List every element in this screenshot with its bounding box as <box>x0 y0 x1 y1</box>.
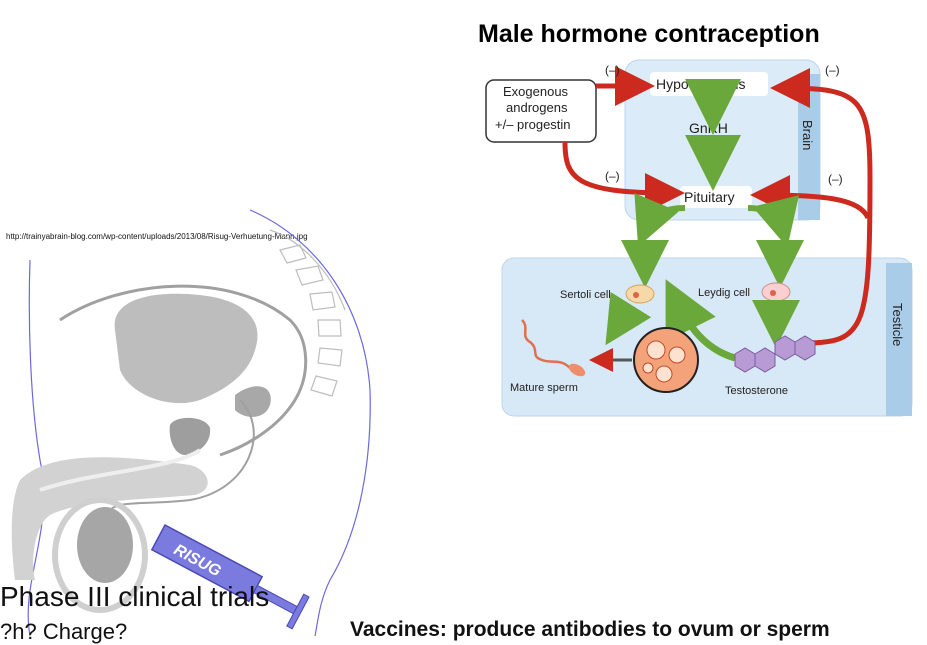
prostate <box>169 417 211 455</box>
leydig-label: Leydig cell <box>698 287 750 299</box>
green-arrow-pituitary-lh <box>747 195 799 248</box>
slide-title: Male hormone contraception <box>478 20 820 48</box>
testicle-label: Testicle <box>890 303 905 346</box>
vas-deferens <box>109 399 255 511</box>
vaccines-text: Vaccines: produce antibodies to ovum or … <box>350 618 830 641</box>
brain-side-band <box>798 74 820 220</box>
image-source-url: http://trainyabrain-blog.com/wp-content/… <box>6 232 308 241</box>
bladder <box>114 293 258 404</box>
pituitary-label: Pituitary <box>684 189 735 205</box>
testis <box>77 507 133 583</box>
mature-sperm-label: Mature sperm <box>510 382 578 394</box>
hormone-pathway-diagram: Brain Testicle Exogenous androgens +/– p… <box>485 59 913 417</box>
brain-label: Brain <box>800 120 815 150</box>
red-arrow-exogenous-pituitary <box>562 141 685 213</box>
exogenous-line2: androgens <box>506 100 568 115</box>
leydig-cell <box>761 282 791 302</box>
sertoli-cell <box>625 284 655 304</box>
phase-text: Phase III clinical trials <box>0 581 270 612</box>
seminiferous-tubule <box>633 327 699 393</box>
gnrh-label: GnRH <box>689 120 728 136</box>
fsh-label: FSH <box>628 237 656 253</box>
negative-label-4: (–) <box>828 172 843 186</box>
urethra <box>39 448 202 492</box>
green-arrow-pituitary-fsh <box>634 193 686 247</box>
negative-label-2: (–) <box>825 63 840 77</box>
charge-text: ?h? Charge? <box>0 619 128 644</box>
penis <box>11 457 208 580</box>
green-arrow-sertoli-tubule <box>605 291 652 346</box>
testicle-side-band <box>886 263 912 416</box>
pelvic-outline <box>59 284 308 457</box>
green-arrow-testosterone-sertoli <box>665 279 737 362</box>
body-outline <box>249 209 371 636</box>
anatomy-illustration: RISUG <box>11 209 371 636</box>
spine <box>269 229 346 397</box>
back-outline <box>27 259 45 636</box>
seminal-vesicle <box>235 386 271 417</box>
sperm-head <box>568 363 586 377</box>
exogenous-line1: Exogenous <box>503 84 569 99</box>
exogenous-box <box>485 79 597 143</box>
sertoli-label: Sertoli cell <box>560 289 611 301</box>
negative-label-1: (–) <box>605 63 620 77</box>
red-arrow-testosterone-hypothalamus <box>770 68 873 346</box>
testosterone-molecule <box>734 335 816 373</box>
lh-label: LH <box>768 237 786 253</box>
negative-label-3: (–) <box>605 169 620 183</box>
hypothalamus-label: Hypothalamus <box>656 76 746 92</box>
sperm-tail <box>521 319 571 369</box>
scrotum <box>52 497 148 613</box>
testosterone-label: Testosterone <box>725 385 788 397</box>
exogenous-line3: +/– progestin <box>495 117 571 132</box>
